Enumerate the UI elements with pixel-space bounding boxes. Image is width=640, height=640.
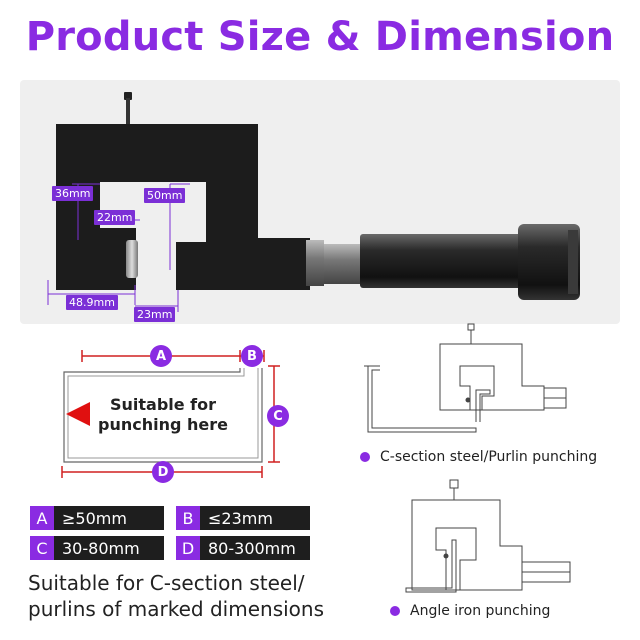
spec-value: 30-80mm: [62, 538, 140, 558]
angle-iron-caption: Angle iron punching: [390, 603, 550, 619]
spec-b: B ≤23mm: [176, 506, 310, 530]
dimension-label-48-9mm: 48.9mm: [66, 295, 118, 310]
spec-value: 80-300mm: [208, 538, 296, 558]
c-section-caption: C-section steel/Purlin punching: [360, 449, 597, 465]
bullet-icon: [390, 606, 400, 616]
spec-value: ≤23mm: [208, 508, 273, 528]
spec-key: A: [30, 506, 54, 530]
arrow-icon: [66, 402, 90, 426]
suitability-text: Suitable for C-section steel/ purlins of…: [28, 571, 325, 621]
dimension-label-23mm: 23mm: [134, 307, 176, 322]
label-b: B: [241, 345, 263, 367]
spec-d: D 80-300mm: [176, 536, 310, 560]
dimension-label-22mm: 22mm: [94, 210, 136, 225]
c-section-illustration: [364, 323, 567, 433]
page-title: Product Size & Dimension: [25, 14, 615, 60]
spec-key: D: [176, 536, 200, 560]
spec-key: C: [30, 536, 54, 560]
spec-c: C 30-80mm: [30, 536, 164, 560]
punch-tool-illustration: [47, 92, 580, 312]
product-photo: 36mm 50mm 22mm 48.9mm 23mm: [20, 80, 620, 324]
spec-value: ≥50mm: [62, 508, 127, 528]
label-c: C: [267, 405, 289, 427]
spec-key: B: [176, 506, 200, 530]
dimension-label-36mm: 36mm: [52, 186, 94, 201]
dimension-label-50mm: 50mm: [144, 188, 186, 203]
angle-iron-illustration: [405, 479, 571, 593]
spec-a: A ≥50mm: [30, 506, 164, 530]
bullet-icon: [360, 452, 370, 462]
label-d: D: [152, 461, 174, 483]
label-a: A: [150, 345, 172, 367]
punch-area-text: Suitable for punching here: [98, 395, 228, 434]
